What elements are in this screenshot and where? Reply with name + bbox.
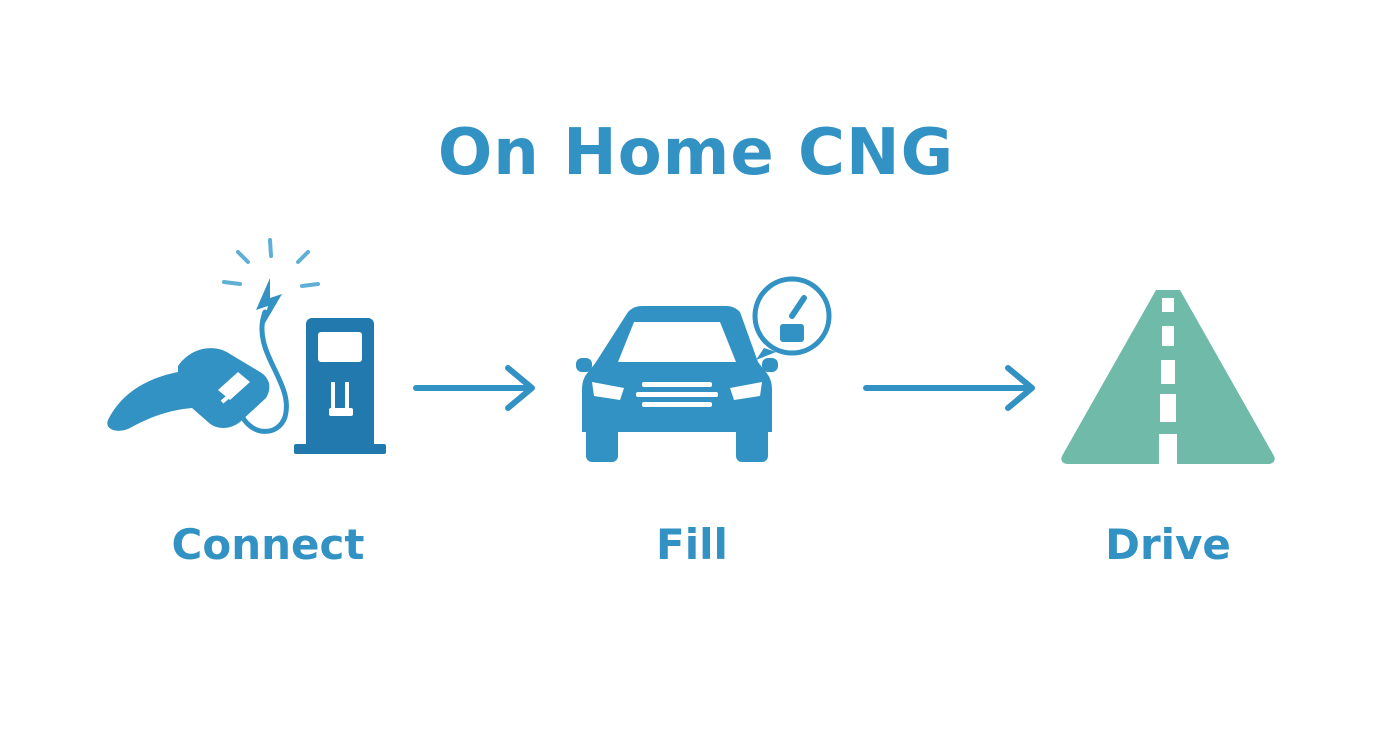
car-with-gauge-icon: [576, 276, 832, 462]
step-label-drive: Drive: [1105, 520, 1231, 569]
fuel-nozzle-pump-icon: [107, 238, 386, 454]
step-label-connect: Connect: [171, 520, 365, 569]
arrow-right-icon: [413, 365, 535, 411]
step-label-fill: Fill: [656, 520, 728, 569]
spark-icon: [222, 238, 320, 288]
gauge-icon: [752, 276, 832, 360]
arrow-right-icon: [863, 365, 1035, 411]
diagram-title: On Home CNG: [437, 116, 955, 190]
road-icon: [1061, 290, 1275, 464]
car-icon: [576, 306, 778, 462]
pump-icon: [294, 318, 386, 454]
